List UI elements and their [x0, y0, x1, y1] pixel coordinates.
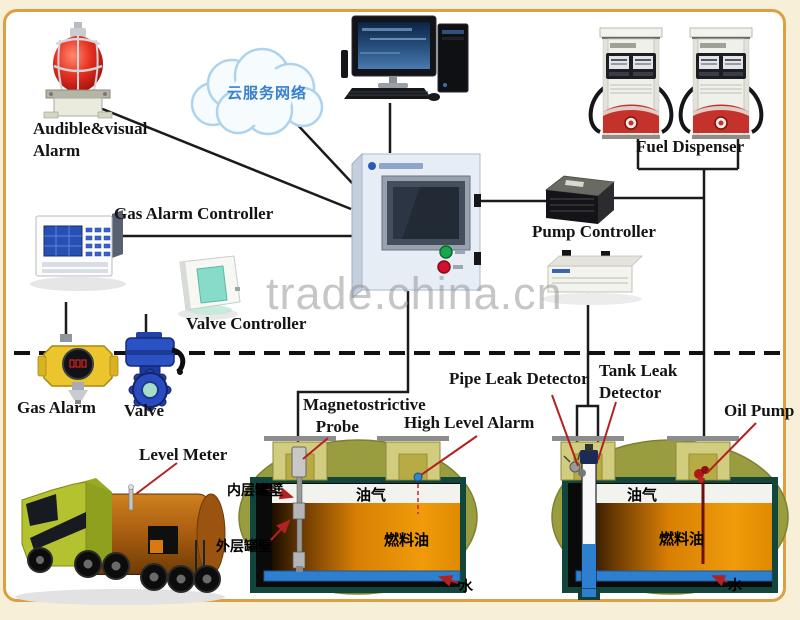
controller-red-button — [437, 260, 451, 274]
tank-leak-detector-tube — [578, 444, 600, 600]
tanker-truck-illustration — [15, 478, 226, 605]
storage-tank-right — [551, 435, 789, 595]
label-oil-gas-left: 油气 — [356, 487, 387, 504]
desktop-computer-illustration — [341, 15, 469, 101]
label-audible-visual-alarm: Audible&visual Alarm — [33, 119, 148, 160]
controller-green-button — [439, 245, 453, 259]
alarm-beacon-illustration — [43, 22, 113, 119]
oil-pump-line — [694, 466, 709, 564]
label-cloud-network: 云服务网络 — [227, 85, 308, 102]
cloud-icon — [190, 47, 324, 136]
label-magnetostrictive-probe: Magnetostrictive Probe — [303, 395, 426, 436]
label-inner-tank-wall: 内层罐壁 — [227, 482, 283, 498]
label-level-meter: Level Meter — [139, 445, 228, 464]
label-gas-alarm: Gas Alarm — [17, 398, 96, 417]
magnetostrictive-probe-illustration — [291, 446, 307, 572]
label-fuel-dispenser: Fuel Dispenser — [636, 137, 745, 156]
valve-illustration — [125, 332, 186, 412]
watermark: trade.china.cn — [266, 268, 563, 319]
pump-controller-illustration — [544, 175, 615, 224]
leak-monitor-console-illustration — [542, 250, 643, 305]
label-gas-alarm-controller: Gas Alarm Controller — [114, 204, 274, 223]
label-valve-controller: Valve Controller — [186, 314, 307, 333]
label-fuel-oil-left: 燃料油 — [384, 532, 430, 549]
label-oil-pump: Oil Pump — [724, 401, 795, 420]
label-valve: Valve — [124, 401, 164, 420]
label-water-right: 水 — [728, 577, 742, 593]
label-water-left: 水 — [459, 578, 473, 594]
leader-lines — [135, 394, 757, 587]
connector-lines — [64, 103, 740, 455]
valve-controller-illustration — [178, 255, 241, 320]
gas-alarm-controller-illustration — [30, 210, 126, 291]
fuel-dispenser-left-illustration — [588, 26, 674, 141]
main-controller-illustration — [351, 152, 481, 300]
label-outer-tank-wall: 外层罐壁 — [216, 538, 272, 554]
label-high-level-alarm: High Level Alarm — [404, 413, 535, 432]
label-pump-controller: Pump Controller — [532, 222, 656, 241]
label-tank-leak-detector: Tank Leak Detector — [599, 361, 678, 402]
label-fuel-oil-right: 燃料油 — [659, 531, 705, 548]
gas-alarm-sensor-illustration — [37, 334, 119, 404]
controller-logo — [368, 162, 423, 170]
high-level-alarm-sensor — [413, 472, 423, 514]
fuel-dispenser-right-illustration — [678, 26, 764, 141]
label-oil-gas-right: 油气 — [627, 487, 658, 504]
label-pipe-leak-detector: Pipe Leak Detector — [449, 369, 589, 388]
